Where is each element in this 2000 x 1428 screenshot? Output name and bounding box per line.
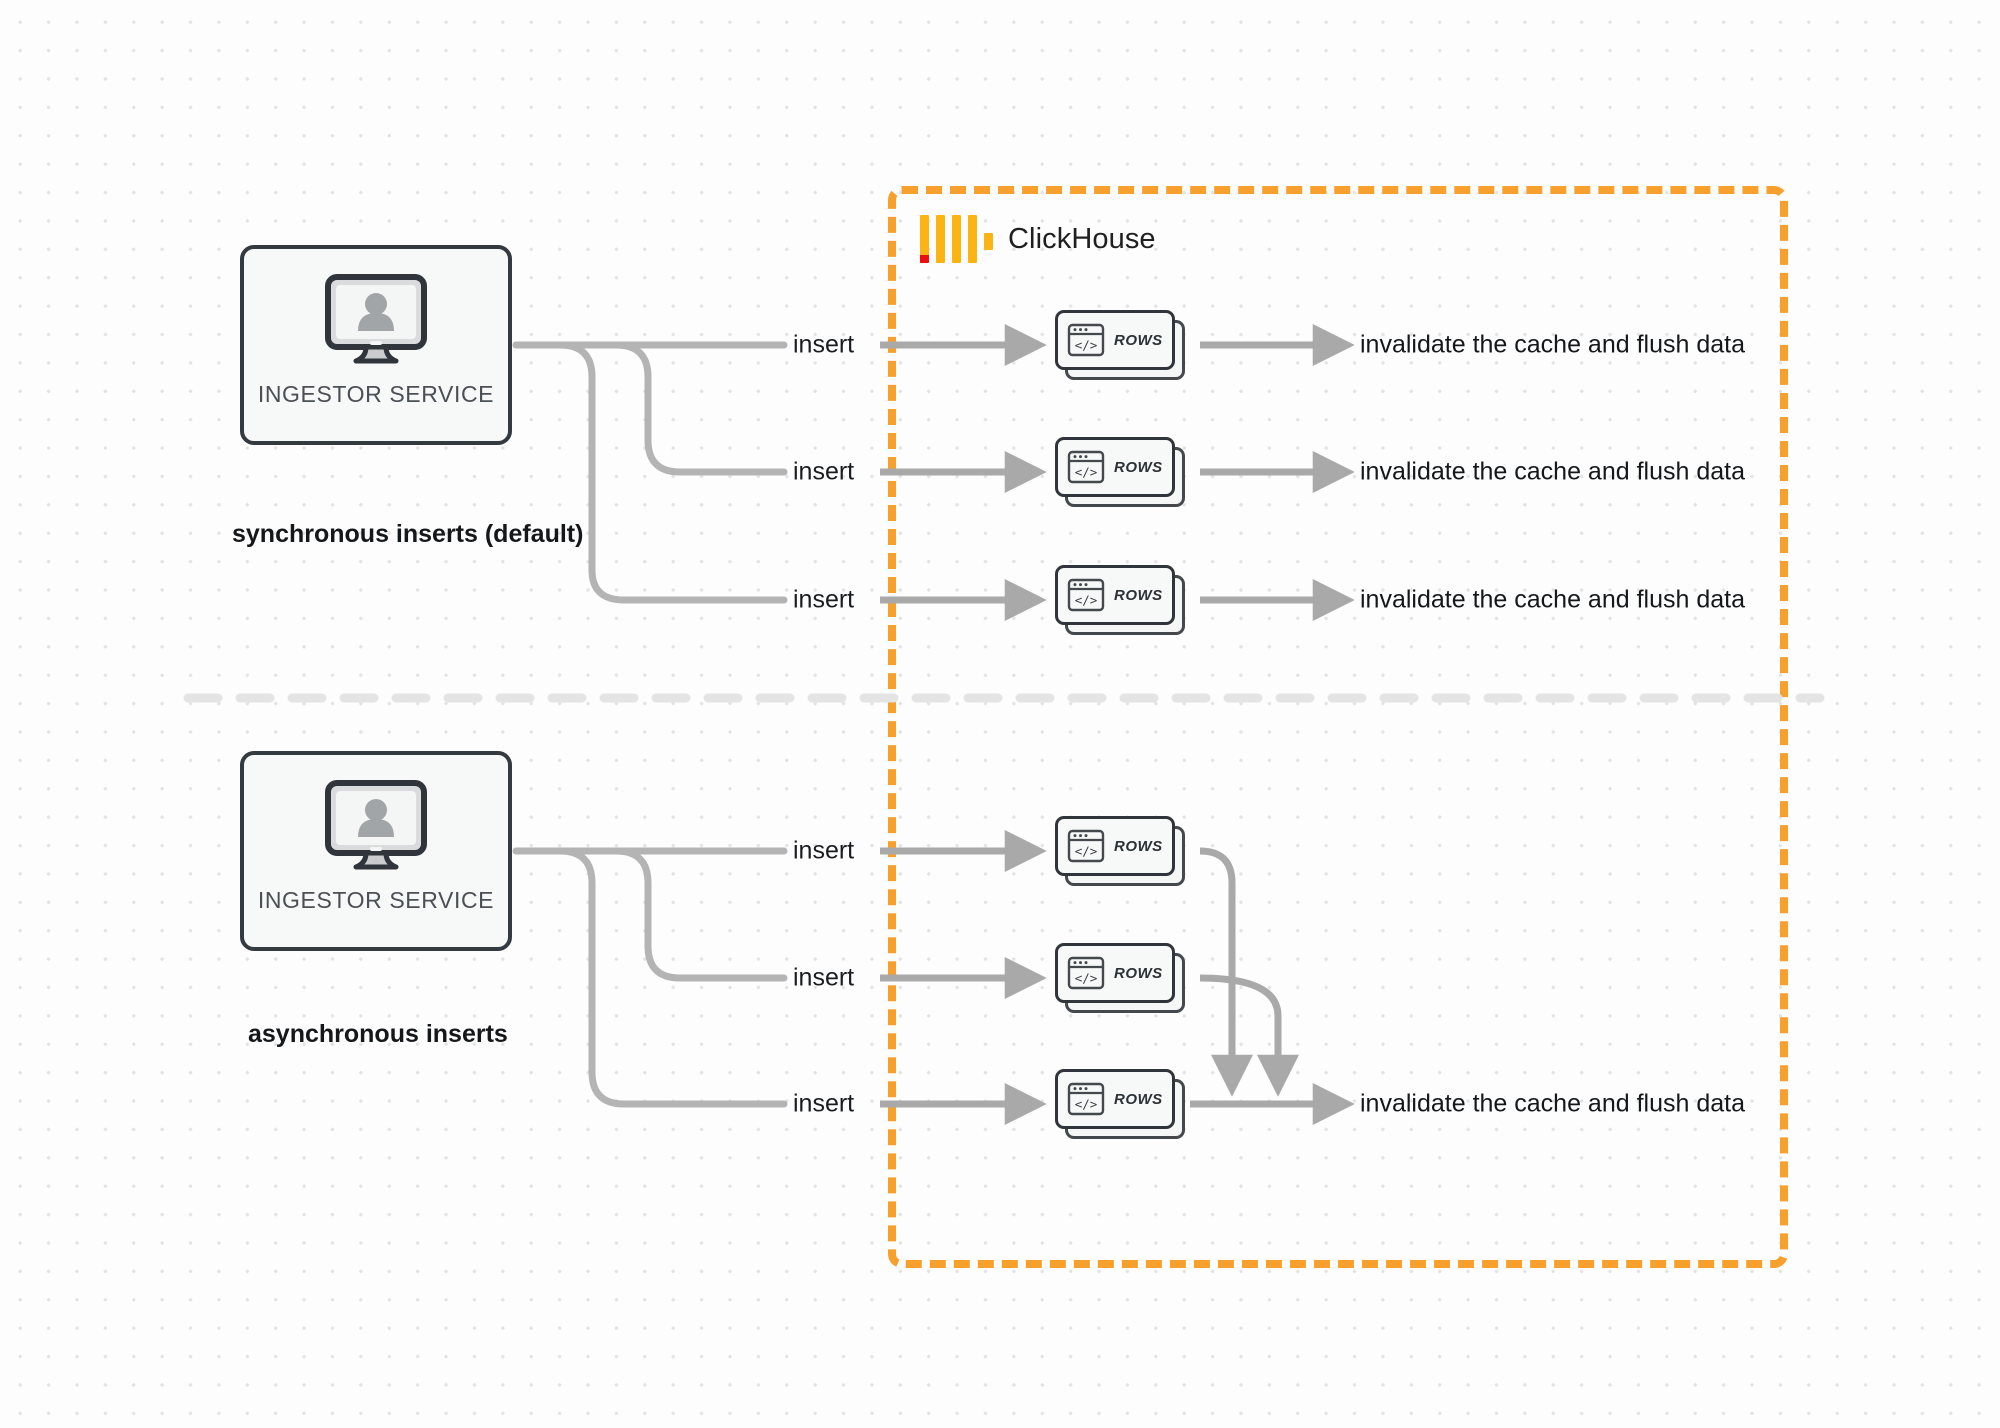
rows-node-async-1-label: ROWS xyxy=(1114,837,1163,855)
ingestor-service-sync[interactable]: INGESTOR SERVICE xyxy=(240,245,512,445)
rows-node-sync-3[interactable]: </> ROWS xyxy=(1055,565,1185,635)
rows-node-async-1[interactable]: </> ROWS xyxy=(1055,816,1185,886)
sync-branch-edge-2 xyxy=(612,341,788,476)
svg-text:</>: </> xyxy=(1075,971,1098,986)
svg-text:</>: </> xyxy=(1075,1097,1098,1112)
rows-node-sync-3-label: ROWS xyxy=(1114,586,1163,604)
rows-node-sync-2[interactable]: </> ROWS xyxy=(1055,437,1185,507)
edge-label-insert-sync-3: insert xyxy=(793,585,855,614)
code-window-icon: </> xyxy=(1067,829,1105,863)
output-label-async: invalidate the cache and flush data xyxy=(1360,1089,1745,1118)
clickhouse-brand-label: ClickHouse xyxy=(1008,222,1156,255)
svg-text:</>: </> xyxy=(1075,593,1098,608)
rows-node-sync-2-label: ROWS xyxy=(1114,458,1163,476)
rows-node-async-2[interactable]: </> ROWS xyxy=(1055,943,1185,1013)
rows-node-async-3-label: ROWS xyxy=(1114,1090,1163,1108)
ingestor-service-async-label: INGESTOR SERVICE xyxy=(257,887,495,913)
rows-node-sync-1-label: ROWS xyxy=(1114,331,1163,349)
monitor-user-icon xyxy=(325,780,427,870)
sync-branch-edge-3 xyxy=(556,341,788,604)
svg-text:</>: </> xyxy=(1075,465,1098,480)
code-window-icon: </> xyxy=(1067,1082,1105,1116)
edge-label-insert-async-3: insert xyxy=(793,1089,855,1118)
output-label-sync-2: invalidate the cache and flush data xyxy=(1360,457,1745,486)
ingestor-service-sync-label: INGESTOR SERVICE xyxy=(257,381,495,407)
caption-asynchronous: asynchronous inserts xyxy=(248,1020,508,1048)
clickhouse-boundary xyxy=(888,186,1788,1268)
edge-label-insert-async-1: insert xyxy=(793,836,855,865)
output-label-sync-1: invalidate the cache and flush data xyxy=(1360,330,1745,359)
code-window-icon: </> xyxy=(1067,956,1105,990)
monitor-user-icon xyxy=(325,274,427,364)
svg-text:</>: </> xyxy=(1075,338,1098,353)
edge-label-insert-sync-1: insert xyxy=(793,330,855,359)
output-label-sync-3: invalidate the cache and flush data xyxy=(1360,585,1745,614)
code-window-icon: </> xyxy=(1067,450,1105,484)
clickhouse-logo-icon xyxy=(920,215,993,263)
rows-node-async-2-label: ROWS xyxy=(1114,964,1163,982)
async-branch-edge-3 xyxy=(556,847,788,1108)
caption-synchronous: synchronous inserts (default) xyxy=(232,520,584,548)
code-window-icon: </> xyxy=(1067,323,1105,357)
rows-node-sync-1[interactable]: </> ROWS xyxy=(1055,310,1185,380)
edge-label-insert-async-2: insert xyxy=(793,963,855,992)
clickhouse-brand: ClickHouse xyxy=(920,215,1156,263)
rows-node-async-3[interactable]: </> ROWS xyxy=(1055,1069,1185,1139)
async-branch-edge-2 xyxy=(612,847,788,982)
code-window-icon: </> xyxy=(1067,578,1105,612)
edge-label-insert-sync-2: insert xyxy=(793,457,855,486)
svg-text:</>: </> xyxy=(1075,844,1098,859)
ingestor-service-async[interactable]: INGESTOR SERVICE xyxy=(240,751,512,951)
